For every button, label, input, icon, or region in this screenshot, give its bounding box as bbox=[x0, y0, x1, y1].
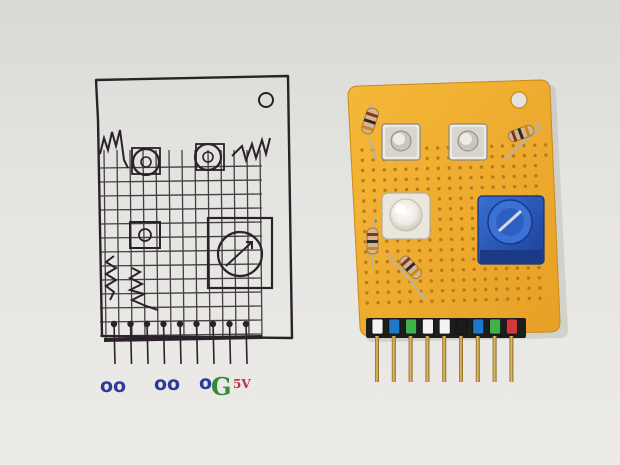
sketch-resistor-bottom-left bbox=[104, 255, 118, 301]
header-pin-cap bbox=[505, 318, 518, 335]
header-pin-cap bbox=[489, 318, 502, 335]
header-pin bbox=[408, 336, 413, 382]
header-pin bbox=[475, 336, 480, 382]
sketch-header-pins bbox=[110, 320, 250, 365]
sketch-pin-labels: oo oo o G 5V bbox=[100, 372, 251, 401]
pin-label-oo-2: oo bbox=[154, 373, 180, 395]
sketch-board-outline bbox=[94, 74, 294, 340]
header-pin bbox=[442, 336, 447, 382]
header-pin bbox=[425, 336, 430, 382]
sketch-resistor-top-right bbox=[231, 136, 271, 164]
pin-label-o: o bbox=[199, 372, 212, 394]
header-pin bbox=[459, 336, 463, 382]
perfboard-photo bbox=[347, 79, 568, 382]
header-pin-cap bbox=[371, 318, 384, 335]
pin-header bbox=[366, 318, 526, 382]
header-pin bbox=[375, 336, 379, 382]
pcb-mounting-hole bbox=[510, 91, 528, 109]
sketch-resistor-bottom-mid bbox=[127, 267, 159, 311]
potentiometer bbox=[477, 195, 545, 265]
header-pin-cap bbox=[405, 318, 418, 335]
resistor-lower-diagonal bbox=[387, 253, 427, 301]
sketch-button-left-circle bbox=[131, 147, 161, 177]
pin-label-g: G bbox=[211, 372, 232, 401]
resistor-top-right bbox=[503, 121, 542, 161]
header-pin-cap bbox=[472, 318, 485, 335]
push-button-right bbox=[448, 123, 488, 161]
sketch-potentiometer bbox=[206, 216, 274, 290]
header-pin bbox=[391, 336, 396, 382]
header-pin-cap bbox=[438, 318, 451, 335]
pin-label-5v: 5V bbox=[233, 377, 251, 391]
hand-drawn-schematic bbox=[94, 74, 294, 365]
sketch-button-right-circle bbox=[193, 142, 223, 172]
pin-label-oo-1: oo bbox=[100, 375, 126, 397]
sketch-led bbox=[129, 221, 161, 249]
header-pin-cap bbox=[455, 318, 468, 335]
header-pin bbox=[509, 336, 514, 382]
push-button-left bbox=[381, 123, 421, 161]
header-pin bbox=[492, 336, 497, 382]
sketch-resistor-top-left bbox=[99, 129, 129, 169]
sketch-mounting-hole bbox=[258, 92, 274, 108]
header-pin-cap bbox=[388, 318, 401, 335]
sketch-grid bbox=[99, 149, 263, 339]
resistor-mid-left bbox=[366, 217, 379, 269]
resistor-top-left bbox=[361, 103, 379, 161]
header-pin-cap bbox=[421, 318, 434, 335]
led-square bbox=[381, 192, 431, 240]
